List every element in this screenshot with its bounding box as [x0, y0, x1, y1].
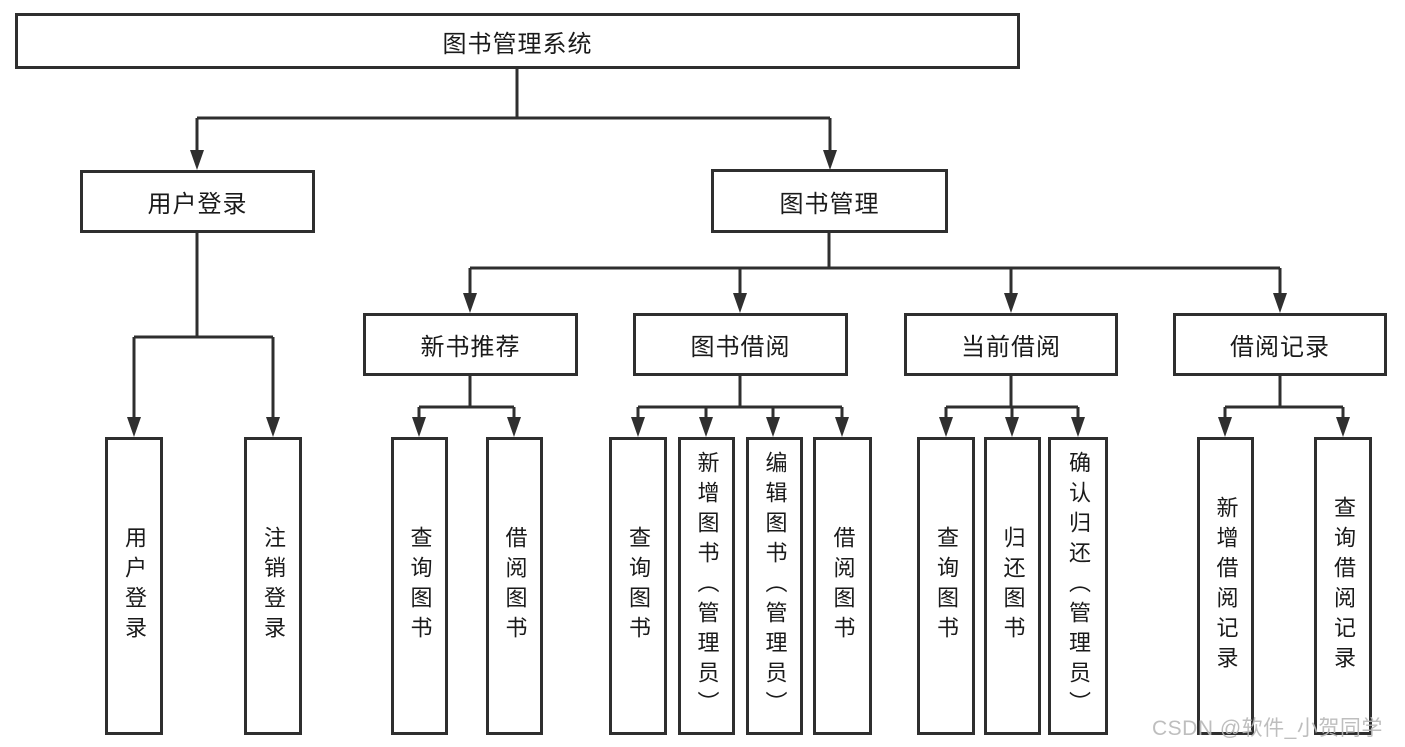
- node-user-login: 用户登录: [80, 170, 315, 233]
- watermark: CSDN @软件_小贺同学: [1152, 717, 1383, 740]
- leaf-logout: 注销登录: [244, 437, 302, 735]
- node-label: 确认归还（管理员）: [1066, 451, 1091, 721]
- node-label: 归还图书: [1000, 526, 1026, 646]
- leaf-borrow-books-borrowing: 借阅图书: [813, 437, 872, 735]
- node-label: 图书借阅: [690, 334, 791, 361]
- leaf-add-books-admin: 新增图书（管理员）: [678, 437, 735, 735]
- node-current-borrowing: 当前借阅: [904, 313, 1118, 376]
- node-label: 借阅图书: [830, 526, 856, 646]
- node-label: 当前借阅: [961, 334, 1061, 361]
- leaf-query-books-current: 查询图书: [917, 437, 975, 735]
- node-label: 查询图书: [934, 526, 959, 646]
- node-label: 编辑图书（管理员）: [762, 451, 788, 721]
- node-label: 查询图书: [407, 526, 433, 646]
- branch-lines: [132, 69, 1345, 420]
- node-label: 用户登录: [122, 526, 147, 646]
- node-label: 查询图书: [626, 526, 651, 646]
- leaf-query-borrow-record: 查询借阅记录: [1314, 437, 1372, 735]
- node-label: 用户登录: [147, 191, 248, 218]
- node-label: 查询借阅记录: [1331, 496, 1356, 676]
- node-label: 新增借阅记录: [1213, 496, 1239, 676]
- node-book-management: 图书管理: [711, 169, 948, 233]
- leaf-edit-books-admin: 编辑图书（管理员）: [746, 437, 803, 735]
- node-label: 新增图书（管理员）: [694, 451, 720, 721]
- node-label: 借阅记录: [1230, 334, 1330, 361]
- leaf-add-borrow-record: 新增借阅记录: [1197, 437, 1254, 735]
- node-label: 图书管理: [779, 190, 880, 218]
- node-book-borrowing: 图书借阅: [633, 313, 848, 376]
- leaf-return-books: 归还图书: [984, 437, 1041, 735]
- leaf-user-login: 用户登录: [105, 437, 163, 735]
- node-label: 注销登录: [261, 526, 286, 646]
- node-borrowing-records: 借阅记录: [1173, 313, 1387, 376]
- leaf-confirm-return-admin: 确认归还（管理员）: [1048, 437, 1108, 735]
- leaf-borrow-books-newbook: 借阅图书: [486, 437, 543, 735]
- arrowhead-icons: [127, 150, 1350, 437]
- node-label: 借阅图书: [502, 526, 528, 646]
- node-label: 新书推荐: [420, 334, 521, 361]
- node-label: 图书管理系统: [442, 30, 593, 58]
- leaf-query-books-newbook: 查询图书: [391, 437, 448, 735]
- leaf-query-books-borrowing: 查询图书: [609, 437, 667, 735]
- node-library-system-root: 图书管理系统: [15, 13, 1020, 69]
- node-new-book-recommend: 新书推荐: [363, 313, 578, 376]
